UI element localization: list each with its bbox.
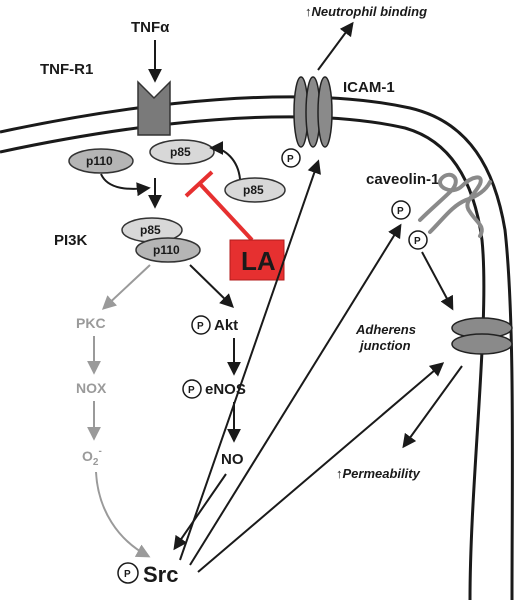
pi3k-p85-label: p85 [140,223,161,237]
p110-to-pi3k-curve [100,173,151,197]
src-phospho-label: P [124,569,131,580]
pi3k-to-akt-arrow [189,264,235,308]
adherens-label-line2: junction [358,338,411,353]
la-label: LA [241,246,276,276]
src-to-icam1-arrow [179,159,321,561]
p85-receptor-label: p85 [170,145,191,159]
pkc-label: PKC [76,315,106,331]
membrane-inner [0,115,486,601]
no-to-src-arrow [173,473,227,551]
p110-receptor-label: p110 [86,154,113,168]
akt-phospho [191,315,211,335]
pi3k-p110 [135,237,201,263]
permeability-label: ↑Permeability [336,466,421,481]
neutrophil-arrow [317,21,354,71]
caveolin-phospho-2-label: P [414,236,421,247]
pi3k-p110-label: p110 [153,243,180,257]
src-to-caveolin-arrow [189,223,402,566]
adherens-to-permeability-arrow [402,365,463,449]
caveolin-phospho-2 [408,230,428,250]
src-to-adherens-arrow [197,362,445,573]
p85-release-curve [209,141,241,180]
o2-to-src-arrow [95,471,151,558]
src-label: Src [143,562,178,587]
caveolin-phospho-1-label: P [397,206,404,217]
caveolin-label: caveolin-1 [366,171,439,188]
superoxide-label: O2- [82,446,102,468]
caveolin-to-adherens-arrow [421,251,454,311]
adherens-junction-bottom [451,333,513,355]
caveolin-squiggle-2 [428,180,492,234]
pi3k-to-pkc-arrow [101,264,151,310]
la-box [229,239,285,281]
no-label: NO [221,451,244,468]
membrane-outer [0,95,514,601]
caveolin-phospho-1 [391,200,411,220]
akt-label: Akt [214,317,238,334]
caveolin-squiggle [418,172,484,238]
p110-subunit-receptor [68,148,134,174]
la-inhibition-bar [184,170,214,198]
p85-free-subunit [224,177,286,203]
tnf-r1-receptor [137,80,171,136]
adherens-label-line1: Adherens [355,322,416,337]
icam1-phospho-label: P [287,154,294,165]
nox-label: NOX [76,380,107,396]
la-inhibition-line [198,182,254,242]
tnfa-label: TNFα [131,19,170,36]
enos-label: eNOS [205,381,246,398]
superoxide-o: O [82,448,93,464]
enos-phospho [182,379,202,399]
akt-phospho-label: P [197,321,204,332]
tnf-r1-label: TNF-R1 [40,61,93,78]
superoxide-sup: - [98,446,101,457]
p85-free-label: p85 [243,183,264,197]
enos-phospho-label: P [188,385,195,396]
neutrophil-label: ↑Neutrophil binding [305,4,427,19]
src-phospho [117,562,139,584]
icam1-phospho [281,148,301,168]
pi3k-label: PI3K [54,232,88,249]
superoxide-sub: 2 [93,457,99,468]
icam1-label: ICAM-1 [343,79,395,96]
icam1-loop-3 [317,76,333,148]
